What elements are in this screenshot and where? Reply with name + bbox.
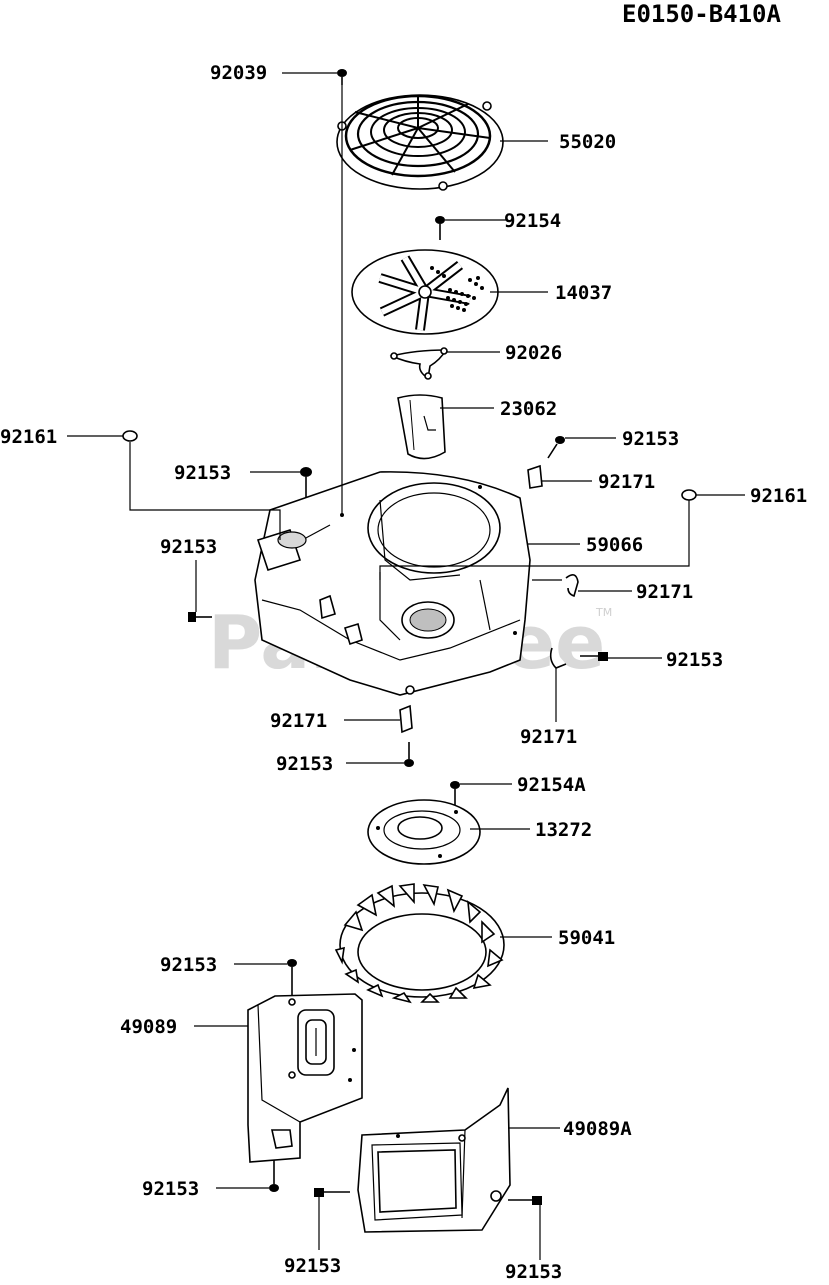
callout-92161-left[interactable]: 92161 — [0, 426, 57, 448]
part-59066-shroud[interactable] — [254, 471, 531, 696]
callout-92153-left[interactable]: 92153 — [160, 536, 217, 558]
callout-92171-right[interactable]: 92171 — [636, 581, 693, 603]
callout-92154[interactable]: 92154 — [504, 210, 561, 232]
callout-14037[interactable]: 14037 — [555, 282, 612, 304]
part-92171-clip-bottom[interactable] — [399, 704, 413, 734]
callout-92153-bottom-left[interactable]: 92153 — [284, 1255, 341, 1277]
callout-92039[interactable]: 92039 — [210, 62, 267, 84]
leader-lines — [67, 72, 745, 1260]
part-92153-bolt-upper[interactable] — [300, 467, 312, 500]
callout-92171-upper[interactable]: 92171 — [598, 471, 655, 493]
callout-92153-right[interactable]: 92153 — [666, 649, 723, 671]
part-92154-screw[interactable] — [435, 216, 445, 240]
part-92153-bolt-right[interactable] — [580, 652, 608, 661]
callout-59041[interactable]: 59041 — [558, 927, 615, 949]
part-92171-clip-right[interactable] — [565, 574, 579, 598]
callout-92171-left[interactable]: 92171 — [270, 710, 327, 732]
part-92153-bolt-49089[interactable] — [287, 959, 297, 995]
callout-92161-right[interactable]: 92161 — [750, 485, 807, 507]
callout-92153-cover-bottom[interactable]: 92153 — [142, 1178, 199, 1200]
callout-labels: 92039 55020 92154 14037 92026 23062 9216… — [0, 62, 807, 1283]
part-92154a-screw[interactable] — [450, 781, 460, 805]
callout-55020[interactable]: 55020 — [559, 131, 616, 153]
callout-92154a[interactable]: 92154A — [517, 774, 586, 796]
callout-92153-upper-left[interactable]: 92153 — [174, 462, 231, 484]
part-92153-bolt-49089a-right[interactable] — [508, 1196, 542, 1205]
part-92153-bolt-upper-right[interactable] — [547, 436, 565, 459]
callout-49089a[interactable]: 49089A — [563, 1118, 632, 1140]
callout-92153-bottom[interactable]: 92153 — [276, 753, 333, 775]
part-92161-cap-left[interactable] — [122, 430, 138, 442]
watermark-tm: TM — [595, 606, 612, 619]
callout-92171-bottom[interactable]: 92171 — [520, 726, 577, 748]
part-92171-clip-lower-right[interactable] — [549, 647, 567, 669]
callout-92153-bottom-right[interactable]: 92153 — [505, 1261, 562, 1283]
part-92171-clip-upper[interactable] — [527, 464, 543, 489]
part-92153-bolt-49089-bottom[interactable] — [269, 1160, 279, 1192]
part-92153-bolt-bottom[interactable] — [404, 742, 414, 767]
callout-13272[interactable]: 13272 — [535, 819, 592, 841]
part-49089-cover[interactable] — [247, 993, 363, 1163]
part-55020-screen[interactable] — [336, 94, 504, 191]
part-92026-washer[interactable] — [389, 347, 448, 380]
callout-23062[interactable]: 23062 — [500, 398, 557, 420]
callout-49089[interactable]: 49089 — [120, 1016, 177, 1038]
part-13272-plate[interactable] — [367, 799, 481, 865]
part-23062-tube[interactable] — [397, 394, 446, 460]
part-59041-fan[interactable] — [334, 883, 505, 1004]
callout-92153-cover[interactable]: 92153 — [160, 954, 217, 976]
callout-92026[interactable]: 92026 — [505, 342, 562, 364]
part-92153-bolt-left[interactable] — [188, 612, 212, 622]
callout-59066[interactable]: 59066 — [586, 534, 643, 556]
part-92153-bolt-49089a-left[interactable] — [314, 1188, 350, 1197]
part-49089a-cover[interactable] — [357, 1087, 511, 1233]
part-92161-cap-right[interactable] — [681, 489, 697, 501]
diagram-id: E0150-B410A — [622, 0, 781, 28]
part-92039-screw[interactable] — [337, 69, 347, 85]
part-14037-plate[interactable] — [351, 249, 499, 335]
callout-92153-upper-right[interactable]: 92153 — [622, 428, 679, 450]
